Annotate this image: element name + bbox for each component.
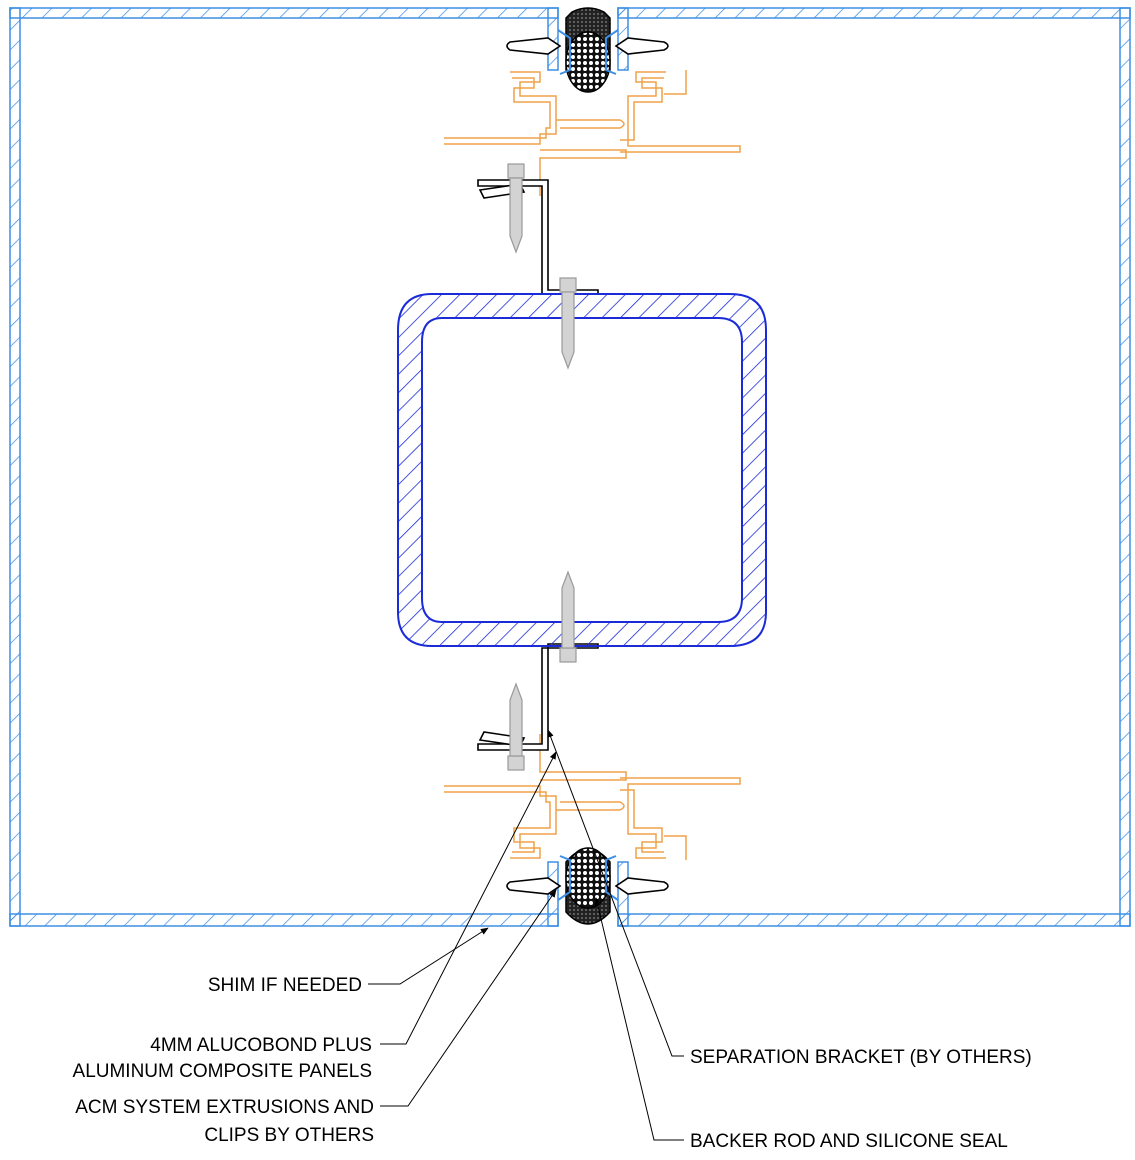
- callout-seal: BACKER ROD AND SILICONE SEAL: [690, 1131, 1008, 1152]
- backer-rod-top: [565, 31, 611, 93]
- callout-panels-line1: 4MM ALUCOBOND PLUS: [150, 1035, 372, 1056]
- leader-extrusions: [380, 889, 557, 1107]
- callout-shim: SHIM IF NEEDED: [208, 975, 362, 996]
- leader-shim: [368, 927, 489, 985]
- leader-seal: [594, 897, 684, 1141]
- leader-lines: [368, 729, 684, 1141]
- acm-panel-left: [9, 7, 559, 927]
- fasteners: [507, 163, 577, 771]
- tube-steel: [397, 293, 767, 647]
- callout-bracket: SEPARATION BRACKET (BY OTHERS): [690, 1047, 1032, 1068]
- callouts: SHIM IF NEEDED 4MM ALUCOBOND PLUS ALUMIN…: [73, 975, 1032, 1152]
- separation-bracket-bottom: [477, 643, 599, 751]
- leader-panels: [380, 751, 557, 1045]
- acm-panel-right: [617, 7, 1131, 927]
- backer-rod-bottom: [565, 847, 611, 909]
- seal-top: [565, 7, 611, 93]
- acm-extrusions-top: [444, 70, 741, 196]
- separation-bracket-top: [477, 179, 599, 295]
- callout-extrusions-line2: CLIPS BY OTHERS: [204, 1125, 374, 1146]
- seal-bottom: [565, 847, 611, 925]
- joint-clips: [557, 29, 619, 901]
- callout-extrusions-line1: ACM SYSTEM EXTRUSIONS AND: [75, 1097, 374, 1118]
- callout-panels-line2: ALUMINUM COMPOSITE PANELS: [73, 1061, 372, 1082]
- acm-extrusions-bottom: [444, 734, 741, 860]
- leader-bracket: [547, 729, 684, 1057]
- panel-pins: [506, 37, 669, 895]
